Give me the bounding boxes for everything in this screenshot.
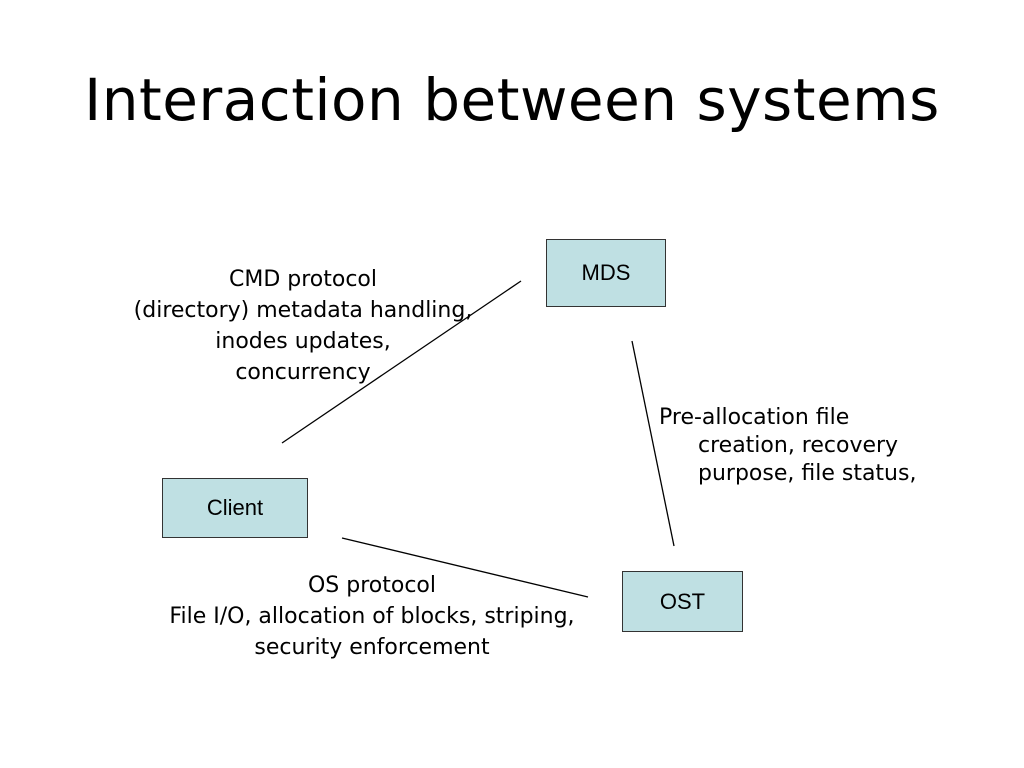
os-protocol-line-1: OS protocol [307,573,436,598]
cmd-protocol-line-1: CMD protocol [228,267,378,292]
preallocation-line-2: creation, recovery [698,433,899,458]
cmd-protocol-line-4: concurrency [235,360,371,385]
os-protocol-label: OS protocol File I/O, allocation of bloc… [117,570,627,663]
preallocation-line-3: purpose, file status, [698,461,917,486]
mds-ost-connector [631,340,675,547]
client-mds-connector [281,280,522,444]
preallocation-line-1: Pre-allocation file [659,405,850,430]
client-ost-connector [341,537,589,598]
cmd-protocol-line-2: (directory) metadata handling, [133,298,473,323]
cmd-protocol-label: CMD protocol (directory) metadata handli… [103,264,503,388]
mds-node: MDS [546,239,666,307]
os-protocol-line-3: security enforcement [254,635,490,660]
client-node: Client [162,478,308,538]
preallocation-label: Pre-allocation file creation, recovery p… [659,404,916,488]
os-protocol-line-2: File I/O, allocation of blocks, striping… [169,604,575,629]
cmd-protocol-line-3: inodes updates, [215,329,391,354]
slide-title: Interaction between systems [84,66,940,134]
ost-node: OST [622,571,743,632]
